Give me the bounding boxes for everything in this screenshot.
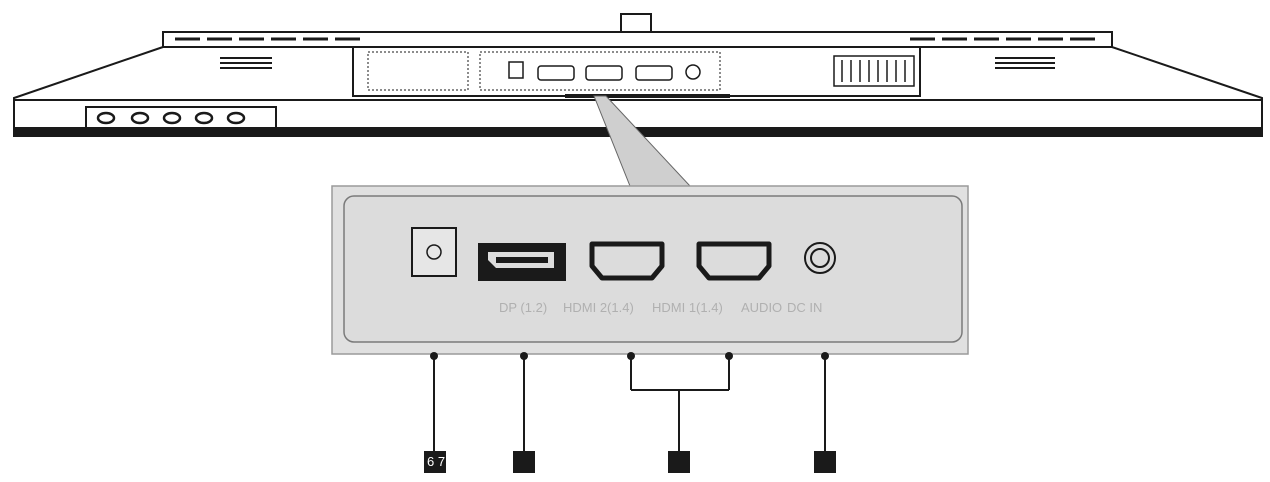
stand-knob [620,13,652,33]
recess-hatch-left [367,51,469,91]
hdmi2-port-icon [589,241,665,281]
mini-hdmi1-port [635,65,673,81]
hdmi1-port-icon [696,241,772,281]
callout-box-2 [513,451,535,473]
label-dp: DP (1.2) [499,300,548,315]
mini-dc-port [508,61,524,79]
audio-jack-icon [804,242,836,274]
dc-in-port-icon [411,227,457,277]
mini-hdmi2-port [585,65,623,81]
callout-box-3 [668,451,690,473]
callout-box-1: 6 7 [424,451,446,473]
label-dc-in: DC IN [787,300,823,315]
leader-lines [433,356,826,452]
power-button-icon [96,111,116,125]
right-grille [995,57,1055,69]
label-hdmi1: HDMI 1(1.4) [652,300,723,315]
label-audio: AUDIO [741,300,783,315]
port-panel-enlarged [331,185,969,355]
left-grille [220,57,272,69]
mini-audio-port [685,64,701,80]
recess-hatch-mid [479,51,721,91]
button-icon [130,111,150,125]
callout-box-4 [814,451,836,473]
mini-dp-port [537,65,575,81]
monitor-bottom-view [13,13,1263,137]
leader-dots [430,352,829,360]
button-icon [162,111,182,125]
control-buttons [96,111,246,125]
button-icon [194,111,214,125]
right-vent-bars [833,55,915,87]
label-hdmi2: HDMI 2(1.4) [563,300,634,315]
button-icon [226,111,246,125]
